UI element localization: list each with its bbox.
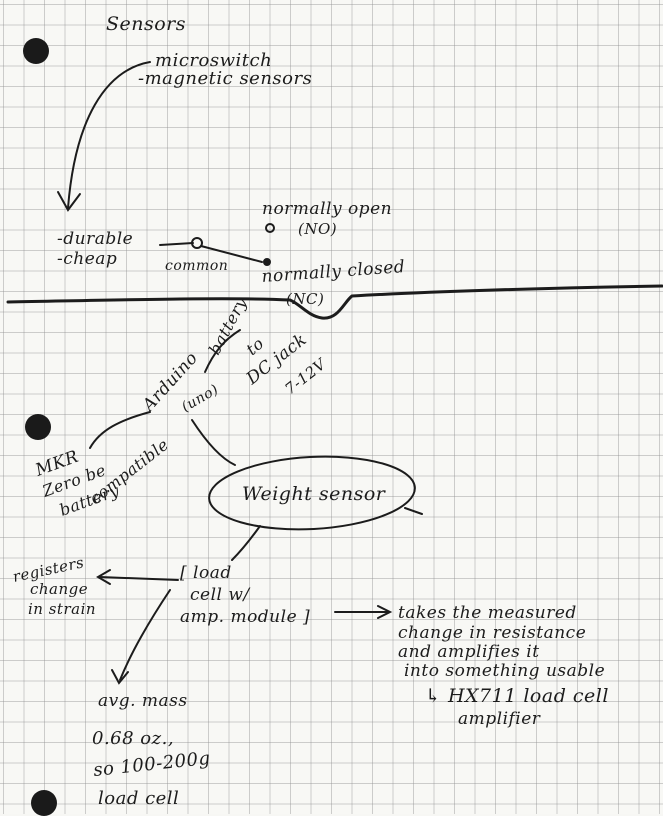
label-common: common xyxy=(165,258,228,274)
label-in-strain: in strain xyxy=(28,600,96,618)
arrow-to-avg xyxy=(119,589,171,681)
label-change: change xyxy=(30,580,88,598)
divider-line xyxy=(6,284,663,320)
label-hx711: ↳ HX711 load cell xyxy=(425,685,609,707)
connector-arduino-battery xyxy=(204,329,241,373)
label-100-200g: so 100-200g xyxy=(92,748,211,781)
curve-arrow-line xyxy=(67,61,151,209)
label-oz: 0.68 oz., xyxy=(92,728,174,749)
label-usable: into something usable xyxy=(404,661,605,681)
label-no: (NO) xyxy=(298,220,337,238)
label-amplifier: amplifier xyxy=(458,709,541,729)
list-magnetic: -magnetic sensors xyxy=(138,68,312,89)
nc-terminal xyxy=(263,258,271,266)
common-terminal xyxy=(191,237,203,249)
label-to: to xyxy=(242,334,267,360)
label-weight-sensor: Weight sensor xyxy=(242,483,387,505)
label-load: [ load xyxy=(180,563,232,583)
title-sensors: Sensors xyxy=(106,13,186,35)
label-takes: takes the measured xyxy=(398,603,577,623)
label-change-resistance: change in resistance xyxy=(398,623,586,643)
arrow-to-registers xyxy=(99,576,179,581)
label-uno: (uno) xyxy=(179,382,222,416)
switch-wire xyxy=(159,242,194,246)
binder-hole-top xyxy=(23,38,49,64)
ellipse-tail xyxy=(404,507,423,515)
arrow-to-avg-head xyxy=(111,669,129,685)
arrow-to-takes-head xyxy=(377,605,393,619)
switch-lever xyxy=(200,245,263,263)
arrow-head xyxy=(57,191,81,212)
weight-sensor-outline xyxy=(208,455,416,531)
label-normally-closed: normally closed xyxy=(261,257,406,287)
arrow-to-registers-head xyxy=(96,569,111,585)
label-battery: battery xyxy=(205,294,251,358)
label-cheap: -cheap xyxy=(57,249,117,269)
label-normally-open: normally open xyxy=(262,199,392,219)
connector-weight-loadcell xyxy=(231,525,261,561)
label-avg-mass: avg. mass xyxy=(98,691,188,711)
list-microswitch: microswitch xyxy=(155,50,272,71)
label-amplifies: and amplifies it xyxy=(398,642,540,662)
label-cell: cell w/ xyxy=(190,585,251,605)
no-terminal xyxy=(265,223,275,233)
binder-hole-middle xyxy=(25,414,51,440)
label-amp-module: amp. module ] xyxy=(180,607,310,627)
binder-hole-bottom xyxy=(31,790,57,816)
label-durable: -durable xyxy=(57,229,133,249)
label-load-cell: load cell xyxy=(98,788,179,809)
connector-arduino-mkr xyxy=(89,411,151,449)
label-nc: (NC) xyxy=(286,290,324,308)
connector-arduino-weight xyxy=(191,419,236,466)
